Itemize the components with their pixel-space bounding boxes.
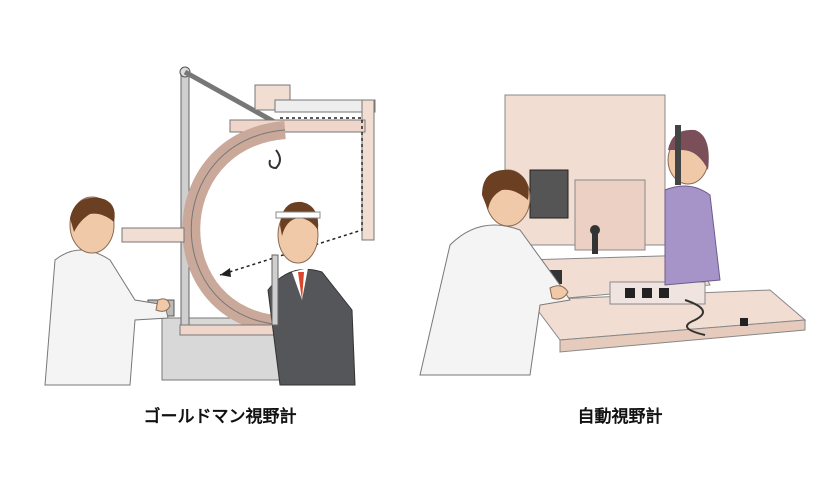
patient-suit [267,268,356,386]
table-square [740,318,748,326]
patient-headband [275,211,321,219]
patient-body [664,185,721,286]
patient-hair [280,201,319,236]
telescope-tube [121,227,185,243]
doctor-coat [44,249,169,386]
goldmann-perimeter-caption: ゴールドマン視野計 [143,407,297,427]
doctor-hair [482,169,529,210]
patient-tie [298,272,304,300]
perimeter-arm [183,69,282,128]
power-cable [684,299,706,336]
port-1 [625,288,635,298]
doctor-hand [549,285,569,300]
doctor-hair [70,197,115,232]
machine-window [529,169,569,219]
projection-path [219,117,363,276]
table-front [559,319,806,353]
port-2 [642,288,652,298]
port-3 [659,288,669,298]
doctor-hand [155,298,171,312]
machine-neck [574,179,646,251]
automated-perimeter-illustration [419,94,807,376]
automated-perimeter-caption: 自動視野計 [577,407,663,427]
goldmann-perimeter-illustration [44,66,376,386]
target-hook [268,149,281,170]
projector-rail [274,99,376,113]
machine-panel [609,281,706,305]
patient-head-rest [675,125,681,185]
joystick [592,232,598,254]
doctor-coat [419,224,571,376]
projection-arrow [220,268,231,277]
chin-rest [271,254,279,326]
